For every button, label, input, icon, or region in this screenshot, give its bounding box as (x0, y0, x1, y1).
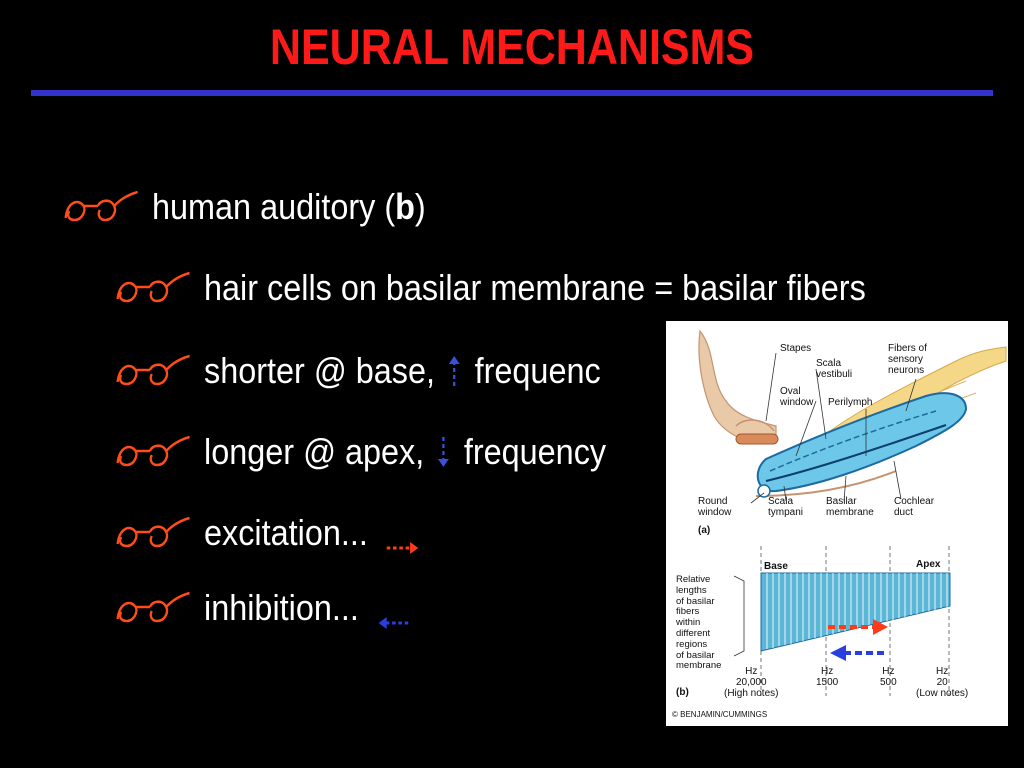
right-dotted-arrow-icon (386, 524, 420, 554)
fibers-label: Fibers of sensory neurons (888, 343, 927, 376)
panel-b-label: (b) (676, 687, 689, 698)
bullet-text-pre: shorter @ base, (204, 350, 436, 391)
bullet-text-post: ) (414, 186, 426, 227)
base-label: Base (764, 561, 788, 572)
hz-20-label: Hz 20 (Low notes) (916, 666, 969, 699)
round-window-label: Round window (698, 496, 732, 518)
copyright-label: © BENJAMIN/CUMMINGS (672, 710, 768, 719)
spectacles-bullet-icon (114, 271, 191, 305)
hz-500-label: Hz 500 (880, 666, 897, 688)
perilymph-label: Perilymph (828, 397, 873, 408)
stapes-label: Stapes (780, 343, 812, 354)
bullet-human-auditory: human auditory (b) (62, 186, 426, 228)
hz-20000-label: Hz 20,000 (High notes) (724, 666, 779, 699)
apex-label: Apex (916, 559, 941, 570)
bullet-text: hair cells on basilar membrane = basilar… (204, 267, 866, 308)
bullet-text-post: frequenc (474, 350, 601, 391)
bullet-inhibition: inhibition... (114, 587, 411, 629)
bullet-text: excitation... (204, 512, 368, 553)
title-divider (31, 90, 993, 96)
slide-title: NEURAL MECHANISMS (269, 19, 755, 75)
bullet-text-post: frequency (463, 431, 607, 472)
down-arrow-icon (435, 435, 451, 469)
left-dotted-arrow-icon (377, 599, 411, 629)
up-arrow-icon (446, 354, 462, 388)
spectacles-bullet-icon (114, 435, 191, 469)
bullet-shorter-base: shorter @ base, frequenc (114, 350, 601, 392)
bullet-excitation: excitation... (114, 512, 420, 554)
cochlea-figure: Stapes Scala vestibuli Fibers of sensory… (666, 321, 1008, 726)
cochlear-duct-label: Cochlear duct (894, 496, 935, 518)
oval-window-label: Oval window (780, 386, 814, 408)
spectacles-bullet-icon (62, 190, 139, 224)
relative-lengths-label: Relative lengths of basilar fibers withi… (676, 574, 722, 672)
bullet-text-pre: human auditory ( (152, 186, 396, 227)
bullet-text-pre: longer @ apex, (204, 431, 425, 472)
spectacles-bullet-icon (114, 591, 191, 625)
basilar-membrane-label: Basilar membrane (826, 496, 874, 518)
cochlea-illustration (698, 329, 1007, 696)
scala-tympani-label: Scala tympani (768, 496, 804, 518)
spectacles-bullet-icon (114, 516, 191, 550)
panel-a-label: (a) (698, 525, 711, 536)
bullet-text-bold: b (395, 186, 415, 227)
bullet-hair-cells: hair cells on basilar membrane = basilar… (114, 267, 866, 309)
scala-vestibuli-label: Scala vestibuli (816, 358, 853, 380)
hz-1500-label: Hz 1500 (816, 666, 839, 688)
spectacles-bullet-icon (114, 354, 191, 388)
bullet-text: inhibition... (204, 587, 359, 628)
bullet-longer-apex: longer @ apex, frequency (114, 431, 606, 473)
